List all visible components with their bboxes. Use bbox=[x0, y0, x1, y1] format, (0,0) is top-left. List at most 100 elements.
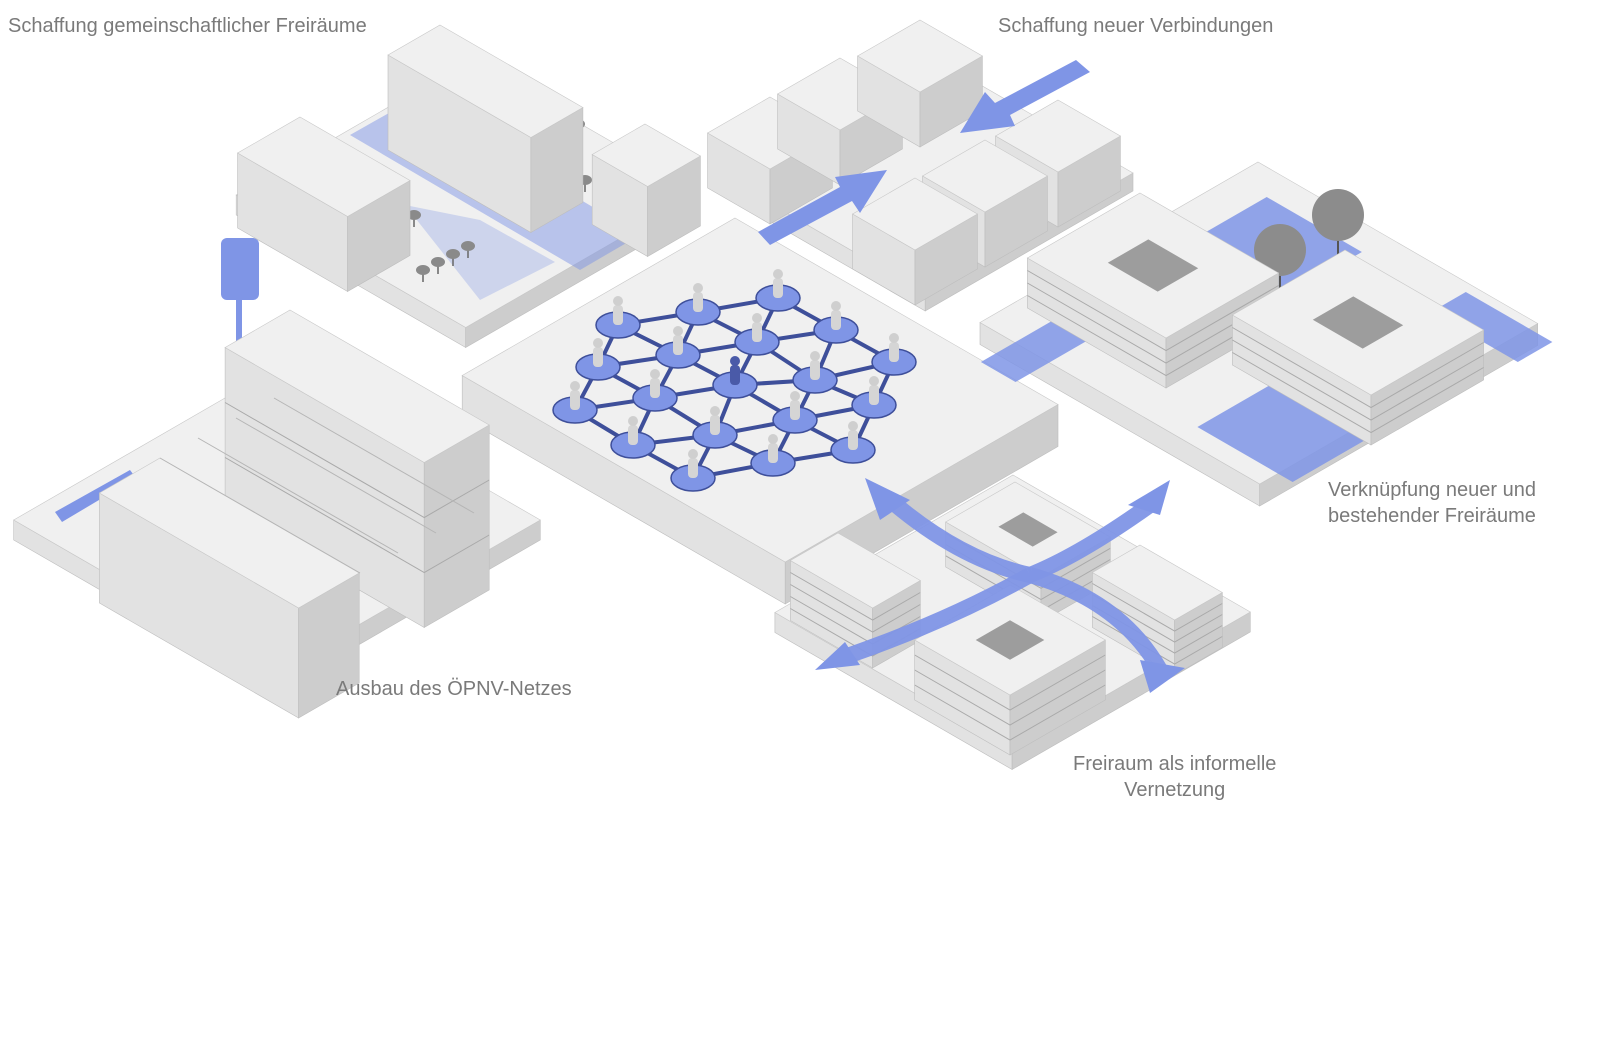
arrow-curve-se bbox=[1027, 567, 1167, 675]
station-tall-building bbox=[224, 309, 490, 629]
person-body-icon bbox=[790, 400, 800, 420]
building-shared-left bbox=[236, 116, 411, 293]
people-network bbox=[552, 269, 917, 492]
building-informal-2-floor-line bbox=[790, 584, 921, 633]
person-body-icon bbox=[773, 278, 783, 298]
person-body-icon bbox=[810, 360, 820, 380]
tree-icon bbox=[1254, 224, 1306, 276]
arrow-curve-sw bbox=[847, 568, 1034, 663]
person-body-icon bbox=[869, 385, 879, 405]
plate-center-top-face bbox=[461, 217, 1059, 563]
umbrella-icon bbox=[431, 257, 445, 267]
person-head-icon bbox=[730, 356, 740, 366]
stair-step-line bbox=[159, 457, 361, 574]
courtyard-building-1 bbox=[1026, 192, 1280, 389]
train-icon bbox=[55, 470, 136, 522]
building-informal-2-floor-line bbox=[790, 572, 921, 621]
arrows bbox=[758, 60, 1185, 693]
person-head-icon bbox=[889, 333, 899, 343]
station-stepped-building bbox=[98, 457, 360, 719]
person-head-icon bbox=[752, 313, 762, 323]
building-informal-4-courtyard bbox=[975, 620, 1045, 660]
stair-step-line bbox=[235, 417, 437, 534]
label-informal-line1: Freiraum als informelle bbox=[1073, 753, 1277, 775]
courtyard-building-1-courtyard bbox=[1107, 239, 1199, 292]
label-informal-line2: Vernetzung bbox=[1124, 779, 1226, 801]
courtyard-building-2-floor-line bbox=[1232, 327, 1484, 409]
building-informal-4-floor-line bbox=[914, 684, 1106, 741]
building-shared-big bbox=[387, 24, 584, 234]
arrowhead-ne bbox=[1128, 480, 1170, 515]
person-body-icon bbox=[650, 378, 660, 398]
person-body-icon bbox=[688, 458, 698, 478]
courtyard-building-2-courtyard bbox=[1312, 296, 1404, 349]
person-body-icon bbox=[831, 310, 841, 330]
building-informal-4-floor-line bbox=[914, 654, 1106, 711]
building-conn-5-top-face bbox=[921, 139, 1049, 213]
building-informal-3-floor-line bbox=[1092, 583, 1223, 632]
building-conn-3 bbox=[856, 19, 984, 148]
building-informal-3-floor-line bbox=[1092, 594, 1223, 643]
arrow-inbound bbox=[758, 170, 887, 245]
courtyard-building-2-floor-line bbox=[1232, 352, 1484, 434]
person-head-icon bbox=[593, 338, 603, 348]
courtyard-building-2 bbox=[1231, 249, 1485, 446]
building-informal-3-floor-line bbox=[1092, 616, 1223, 665]
person-head-icon bbox=[831, 301, 841, 311]
stair-step-line bbox=[197, 437, 399, 554]
building-informal-2-top-face bbox=[789, 532, 921, 609]
building-conn-4-top-face bbox=[994, 99, 1122, 173]
person-head-icon bbox=[688, 449, 698, 459]
tree-icon bbox=[1312, 189, 1364, 241]
umbrella-icon bbox=[407, 210, 421, 220]
label-transit: Ausbau des ÖPNV-Netzes bbox=[336, 678, 572, 700]
person-body-icon bbox=[768, 443, 778, 463]
arrowhead-nw bbox=[865, 478, 910, 520]
person-head-icon bbox=[693, 283, 703, 293]
building-shared-right bbox=[591, 123, 701, 258]
glass-pavilion bbox=[405, 205, 555, 300]
building-informal-2 bbox=[789, 532, 921, 669]
courtyard-building-2-floor-line bbox=[1232, 339, 1484, 421]
label-linking-line2: bestehender Freiräume bbox=[1328, 505, 1536, 527]
umbrella-icon bbox=[416, 265, 430, 275]
arrowhead-se bbox=[1140, 660, 1185, 693]
person-head-icon bbox=[848, 421, 858, 431]
person-head-icon bbox=[710, 406, 720, 416]
sign-board-icon bbox=[221, 238, 259, 300]
building-shared-big-top-face bbox=[387, 24, 584, 138]
blue-field-3 bbox=[980, 317, 1094, 382]
building-shared-left-top-face bbox=[236, 116, 411, 217]
blue-field-4 bbox=[1197, 377, 1380, 482]
station-tall-building-floor-line bbox=[224, 457, 490, 574]
label-new-connections: Schaffung neuer Verbindungen bbox=[998, 15, 1274, 37]
label-shared-open-space: Schaffung gemeinschaftlicher Freiräume bbox=[8, 15, 367, 37]
person-head-icon bbox=[869, 376, 879, 386]
stair-step-line bbox=[273, 397, 475, 514]
person-head-icon bbox=[613, 296, 623, 306]
building-shared-right-top-face bbox=[591, 123, 701, 187]
label-informal-network: Freiraum als informelle Vernetzung bbox=[1073, 751, 1276, 803]
person-head-icon bbox=[673, 326, 683, 336]
building-informal-3-top-face bbox=[1091, 544, 1223, 621]
arrow-curve-nw bbox=[884, 493, 1032, 583]
label-linking-line1: Verknüpfung neuer und bbox=[1328, 479, 1536, 501]
person-head-icon bbox=[628, 416, 638, 426]
person-head-icon bbox=[810, 351, 820, 361]
label-linking-open-spaces: Verknüpfung neuer und bestehender Freirä… bbox=[1328, 477, 1536, 529]
person-body-icon bbox=[570, 390, 580, 410]
station-tall-building-floor-line bbox=[224, 402, 490, 519]
person-body-icon bbox=[613, 305, 623, 325]
person-body-icon bbox=[628, 425, 638, 445]
blue-field-2 bbox=[1431, 292, 1553, 362]
person-body-icon bbox=[593, 347, 603, 367]
person-body-icon bbox=[889, 342, 899, 362]
arrow-outbound bbox=[960, 60, 1090, 133]
arrowhead-sw bbox=[815, 642, 860, 670]
person-body-icon bbox=[752, 322, 762, 342]
person-head-icon bbox=[790, 391, 800, 401]
courtyard-building-1-floor-line bbox=[1027, 270, 1279, 352]
building-informal-4-floor-line bbox=[914, 669, 1106, 726]
person-body-icon bbox=[710, 415, 720, 435]
